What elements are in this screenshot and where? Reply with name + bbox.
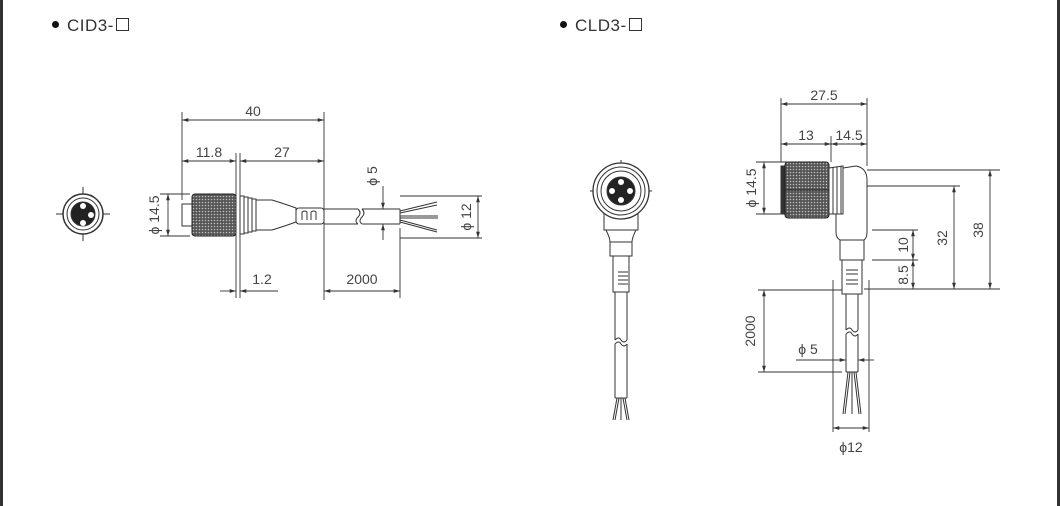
dim-head-length: 11.8 <box>196 144 222 160</box>
dim-body-length: 27 <box>274 144 290 160</box>
dim-overall-height: 38 <box>970 222 986 238</box>
bullet-icon <box>52 21 59 29</box>
cid3-title-text: CID3- <box>67 16 114 35</box>
cld3-title: CLD3- <box>560 16 642 36</box>
cld3-dimension-labels: 27.5 13 14.5 ϕ 14.5 10 8.5 32 38 2000 ϕ … <box>742 87 986 455</box>
empty-box-icon <box>115 18 129 32</box>
dim-overall-length: 40 <box>245 103 261 119</box>
cid3-dimension-labels: 40 11.8 27 1.2 2000 ϕ 14.5 ϕ 5 ϕ 12 <box>146 103 474 287</box>
dim-head-length: 13 <box>798 127 814 143</box>
dim-height-to-center: 32 <box>934 230 950 246</box>
cld3-title-text: CLD3- <box>575 16 627 35</box>
dim-gap: 1.2 <box>252 271 272 287</box>
cld3-side-view <box>780 161 868 415</box>
dim-cable-length: 2000 <box>346 271 377 287</box>
dim-head-diameter: ϕ 14.5 <box>743 168 759 207</box>
dim-head-diameter: ϕ 14.5 <box>146 195 162 234</box>
dim-overall-width: 27.5 <box>810 87 837 103</box>
cid3-dimensions <box>160 112 482 300</box>
cid3-front-view <box>56 187 110 241</box>
dim-wire-spread-diameter: ϕ12 <box>839 439 863 455</box>
dim-cable-diameter: ϕ 5 <box>364 166 380 186</box>
bullet-icon <box>560 21 567 29</box>
dim-boot-upper: 10 <box>895 237 911 253</box>
cld3-front-view <box>590 160 652 421</box>
dim-cable-diameter: ϕ 5 <box>798 341 818 357</box>
dim-cable-length: 2000 <box>742 315 758 346</box>
dim-wire-spread-diameter: ϕ 12 <box>458 203 474 231</box>
empty-box-icon <box>628 18 642 32</box>
dim-elbow-width: 14.5 <box>835 127 862 143</box>
cid3-title: CID3- <box>52 16 129 36</box>
cid3-side-view <box>181 193 438 237</box>
cld3-dimensions <box>756 98 1000 432</box>
dim-boot-lower: 8.5 <box>895 265 911 285</box>
